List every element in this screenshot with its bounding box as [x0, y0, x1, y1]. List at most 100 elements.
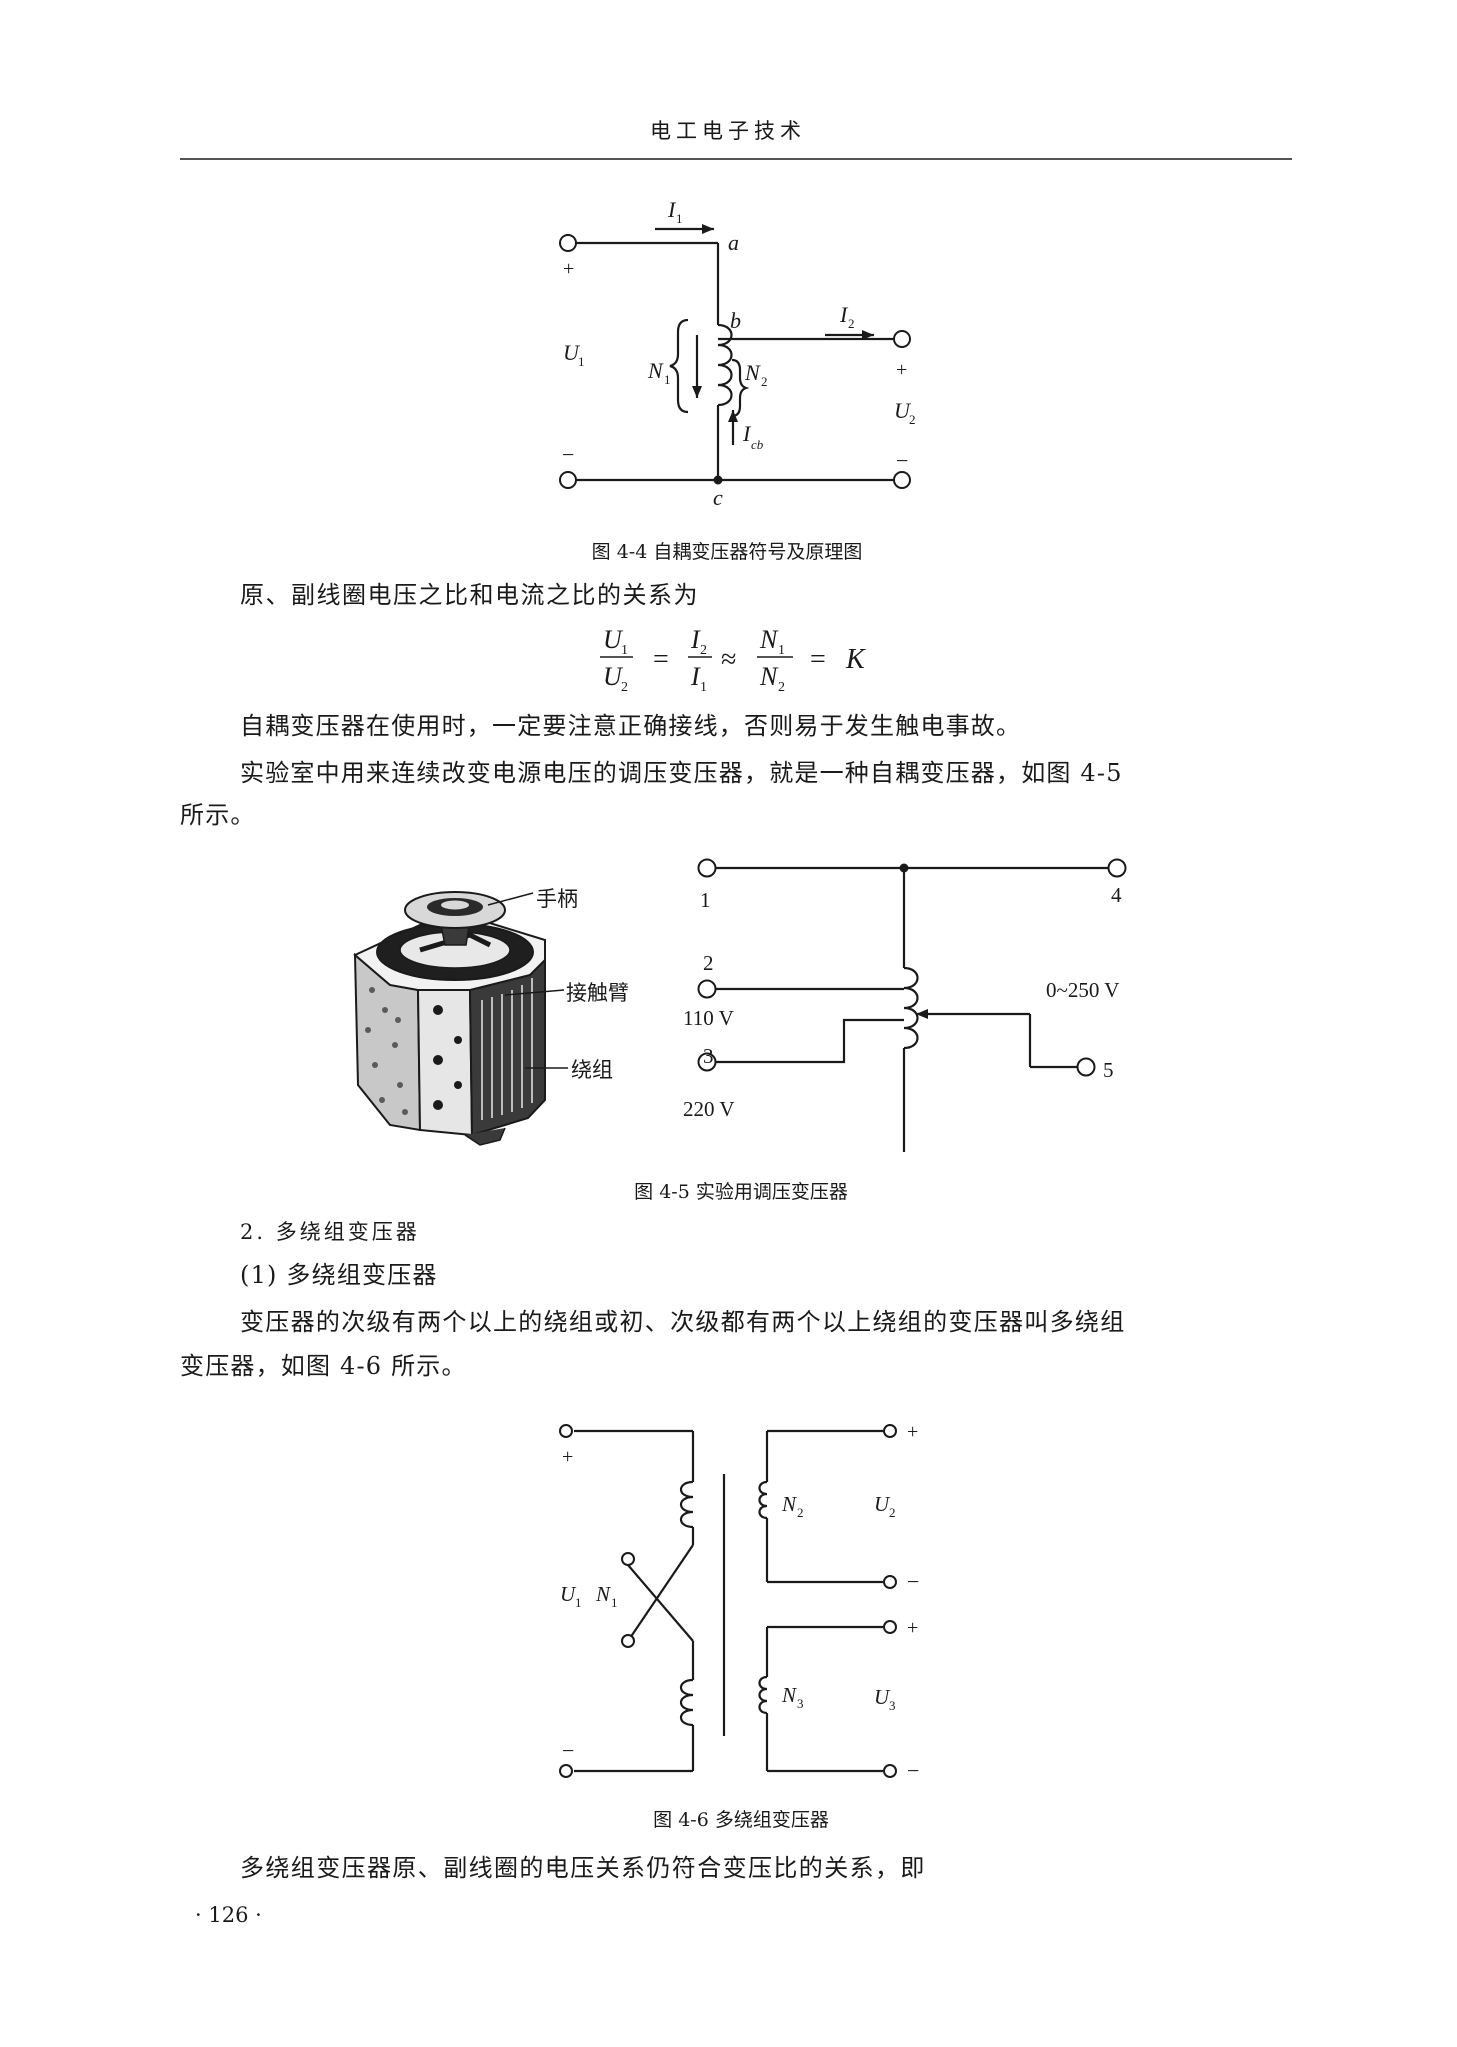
terminal-5 — [1076, 1057, 1096, 1077]
terminal-u2-minus — [883, 1575, 897, 1589]
svg-text:2: 2 — [909, 412, 916, 427]
paragraph: 变压器，如图 4-6 所示。 — [180, 1352, 467, 1380]
voltage-label-220: 220 V — [683, 1097, 735, 1121]
label-icb: I — [742, 421, 752, 446]
terminal-4 — [1107, 858, 1127, 878]
svg-text:3: 3 — [889, 1698, 896, 1713]
terminal-u2-plus — [893, 330, 911, 348]
label-i2: I — [839, 302, 849, 327]
figure-4-4: I 1 a + b I 2 U 1 N 1 N 2 + U 2 I cb − −… — [559, 197, 916, 510]
plus-sign: + — [563, 258, 574, 280]
svg-text:1: 1 — [578, 354, 585, 369]
svg-text:=: = — [810, 644, 826, 675]
svg-text:I: I — [690, 662, 701, 691]
leader-contact-arm — [504, 989, 565, 996]
plus-sign: + — [896, 359, 907, 381]
svg-text:cb: cb — [751, 437, 764, 452]
label-contact-arm: 接触臂 — [566, 981, 629, 1005]
terminal-label-1: 1 — [700, 888, 711, 912]
label-winding: 绕组 — [571, 1058, 613, 1082]
label-u1: U — [563, 340, 581, 365]
terminal-u1-minus — [559, 471, 577, 489]
label-n1: N — [647, 358, 664, 383]
svg-text:1: 1 — [611, 1595, 618, 1610]
label-u2: U — [894, 398, 912, 423]
svg-text:2: 2 — [797, 1505, 804, 1520]
node-a: a — [728, 230, 739, 255]
paragraph: 所示。 — [180, 801, 256, 829]
terminal-label-3: 3 — [703, 1044, 714, 1068]
caption-fig-4-6: 图 4-6 多绕组变压器 — [653, 1809, 829, 1831]
terminal-2 — [697, 979, 717, 999]
label-n3: N — [781, 1683, 797, 1707]
svg-text:1: 1 — [575, 1595, 582, 1610]
minus-sign: − — [907, 1758, 919, 1783]
svg-text:2: 2 — [889, 1505, 896, 1520]
section-heading: 2. 多绕组变压器 — [240, 1220, 420, 1244]
minus-sign: − — [907, 1569, 919, 1594]
running-header: 电工电子技术 — [650, 119, 806, 143]
svg-text:1: 1 — [621, 643, 628, 658]
label-n1: N — [595, 1582, 611, 1606]
svg-text:K: K — [845, 644, 866, 675]
minus-sign: − — [562, 442, 574, 467]
terminal-u2-plus — [883, 1424, 897, 1438]
plus-sign: + — [562, 1446, 573, 1468]
caption-fig-4-4: 图 4-4 自耦变压器符号及原理图 — [592, 541, 863, 563]
svg-text:1: 1 — [664, 372, 671, 387]
svg-text:U: U — [603, 625, 624, 654]
terminal-tap — [621, 1552, 635, 1566]
svg-text:U: U — [603, 662, 624, 691]
terminal-primary-minus — [559, 1764, 573, 1778]
label-handle: 手柄 — [536, 887, 578, 911]
terminal-label-2: 2 — [703, 951, 714, 975]
terminal-primary-plus — [559, 1424, 573, 1438]
label-n2: N — [781, 1492, 797, 1516]
plus-sign: + — [907, 1421, 918, 1443]
variac-schematic — [697, 858, 1127, 1152]
junction-dot — [713, 475, 723, 485]
variac-photo — [353, 891, 546, 1146]
equation-ratio: U 1 U 2 = I 2 I 1 ≈ N 1 N 2 = K — [600, 625, 866, 695]
svg-text:N: N — [759, 662, 779, 691]
voltage-label-range: 0~250 V — [1046, 978, 1119, 1002]
figure-4-6: + − + − + − N 2 U 2 U 1 N 1 N 3 U 3 — [559, 1421, 919, 1783]
svg-text:≈: ≈ — [721, 644, 736, 675]
svg-text:1: 1 — [700, 680, 707, 695]
label-u2: U — [874, 1492, 891, 1516]
label-i1: I — [667, 197, 677, 222]
node-b: b — [730, 308, 741, 333]
paragraph: 多绕组变压器原、副线圈的电压关系仍符合变压比的关系，即 — [240, 1854, 926, 1882]
svg-text:I: I — [690, 625, 701, 654]
terminal-label-4: 4 — [1111, 883, 1122, 907]
paragraph: 实验室中用来连续改变电源电压的调压变压器，就是一种自耦变压器，如图 4-5 — [240, 759, 1123, 787]
label-u1: U — [560, 1582, 577, 1606]
svg-text:2: 2 — [700, 643, 707, 658]
terminal-3 — [697, 1052, 717, 1072]
paragraph: 变压器的次级有两个以上的绕组或初、次级都有两个以上绕组的变压器叫多绕组 — [240, 1308, 1126, 1336]
terminal-label-5: 5 — [1103, 1058, 1114, 1082]
leader-handle — [487, 892, 534, 906]
svg-text:2: 2 — [761, 374, 768, 389]
label-n2: N — [744, 360, 761, 385]
paragraph: 原、副线圈电压之比和电流之比的关系为 — [240, 581, 699, 609]
terminal-u1-plus — [559, 234, 577, 252]
terminal-u3-plus — [883, 1620, 897, 1634]
svg-text:2: 2 — [848, 316, 855, 331]
page-number: · 126 · — [195, 1903, 262, 1927]
voltage-label-110: 110 V — [683, 1006, 734, 1030]
svg-text:1: 1 — [778, 643, 785, 658]
minus-sign: − — [562, 1738, 574, 1763]
svg-text:N: N — [759, 625, 779, 654]
svg-text:2: 2 — [621, 680, 628, 695]
terminal-u3-minus — [883, 1764, 897, 1778]
terminal-tap — [621, 1634, 635, 1648]
node-c: c — [713, 485, 723, 510]
terminal-1 — [697, 858, 717, 878]
svg-text:2: 2 — [778, 680, 785, 695]
terminal-u2-minus — [893, 471, 911, 489]
plus-sign: + — [907, 1617, 918, 1639]
svg-text:1: 1 — [676, 211, 683, 226]
label-u3: U — [874, 1685, 891, 1709]
